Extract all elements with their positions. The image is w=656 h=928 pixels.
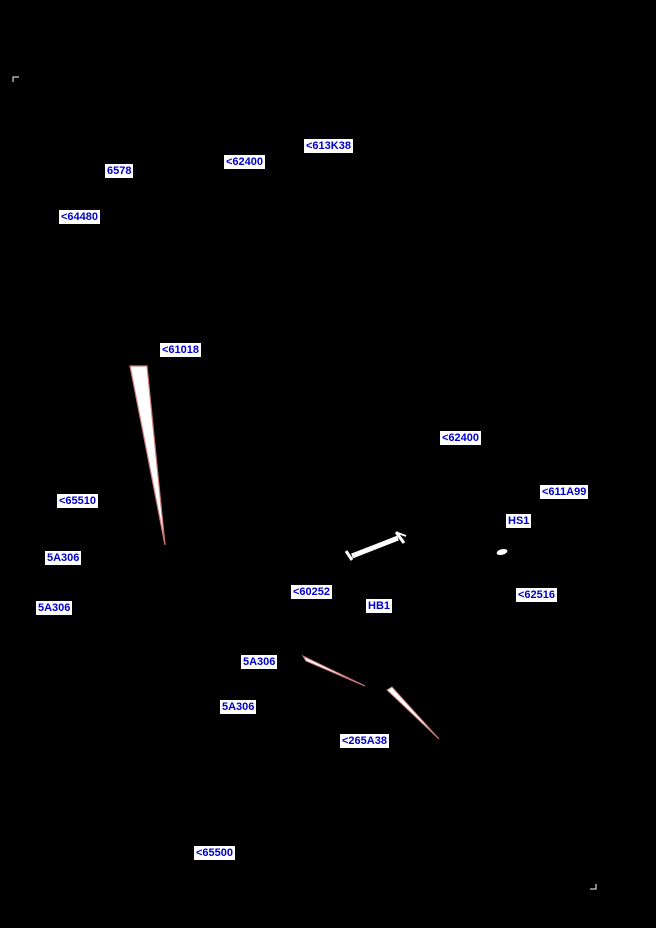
- leader-sliver-2: [386, 686, 440, 740]
- callout-6578[interactable]: 6578: [105, 164, 134, 178]
- corner-mark-bottom-right: [590, 884, 597, 890]
- corner-mark-top-left: [12, 76, 19, 82]
- callout-64480[interactable]: <64480: [59, 210, 101, 224]
- callout-5A306-a[interactable]: 5A306: [45, 551, 82, 565]
- fastener-ellipse: [496, 548, 508, 556]
- callout-HB1[interactable]: HB1: [366, 599, 393, 613]
- leader-sliver-1: [301, 654, 366, 687]
- wedge-pointer: [129, 365, 166, 546]
- bracket-part: [344, 531, 407, 561]
- callout-5A306-d[interactable]: 5A306: [220, 700, 257, 714]
- callout-62400-a[interactable]: <62400: [224, 155, 266, 169]
- callout-65510[interactable]: <65510: [57, 494, 99, 508]
- callout-65500[interactable]: <65500: [194, 846, 236, 860]
- callout-62516[interactable]: <62516: [516, 588, 558, 602]
- callout-611A99[interactable]: <611A99: [540, 485, 589, 499]
- callout-60252[interactable]: <60252: [291, 585, 333, 599]
- callout-5A306-b[interactable]: 5A306: [36, 601, 73, 615]
- callout-61018[interactable]: <61018: [160, 343, 202, 357]
- callout-265A38[interactable]: <265A38: [340, 734, 389, 748]
- callout-5A306-c[interactable]: 5A306: [241, 655, 278, 669]
- callout-HS1[interactable]: HS1: [506, 514, 532, 528]
- callout-613K38[interactable]: <613K38: [304, 139, 353, 153]
- callout-62400-b[interactable]: <62400: [440, 431, 482, 445]
